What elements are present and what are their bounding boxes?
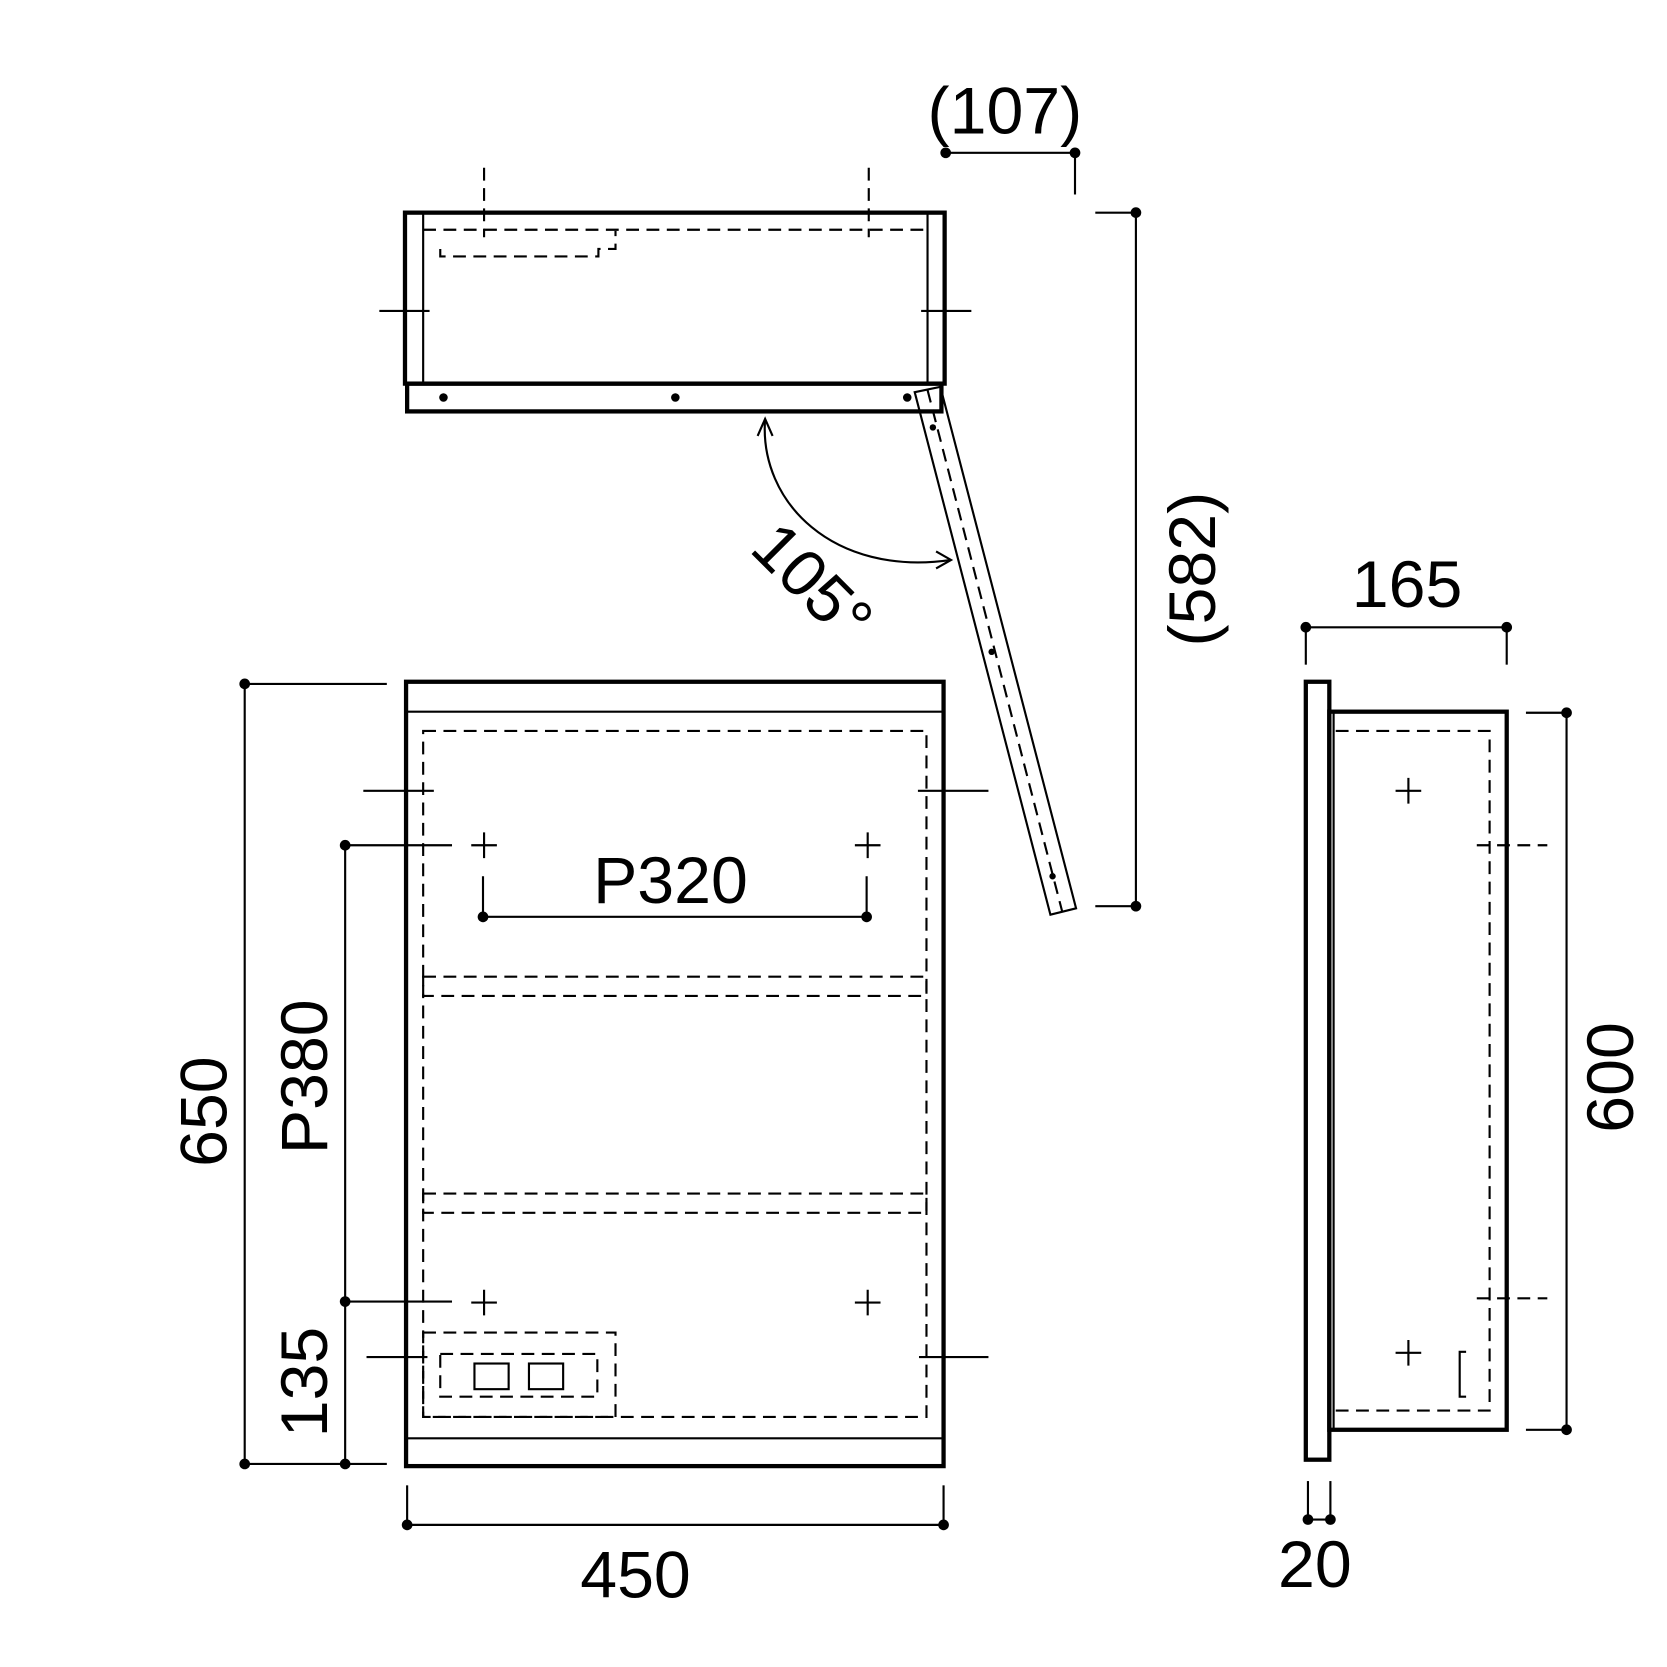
front-view: P320 650 P380 135 450: [168, 678, 989, 1613]
door-thickness-label: 20: [1278, 1528, 1352, 1602]
height-label: 650: [168, 1056, 242, 1167]
side-view: 165 600 20: [1278, 548, 1648, 1602]
top-view: 105° (107) (582): [379, 75, 1230, 917]
angle-label: 105°: [737, 509, 886, 658]
bottom-offset-label: 135: [268, 1327, 342, 1438]
top-offset-label: (107): [928, 75, 1083, 149]
side-depth-label: 165: [1352, 548, 1463, 622]
pitch-horizontal-label: P320: [593, 844, 748, 918]
pitch-vertical-label: P380: [268, 999, 342, 1154]
swing-depth-label: (582): [1156, 492, 1230, 647]
width-label: 450: [580, 1539, 691, 1613]
body-height-label: 600: [1574, 1022, 1648, 1133]
